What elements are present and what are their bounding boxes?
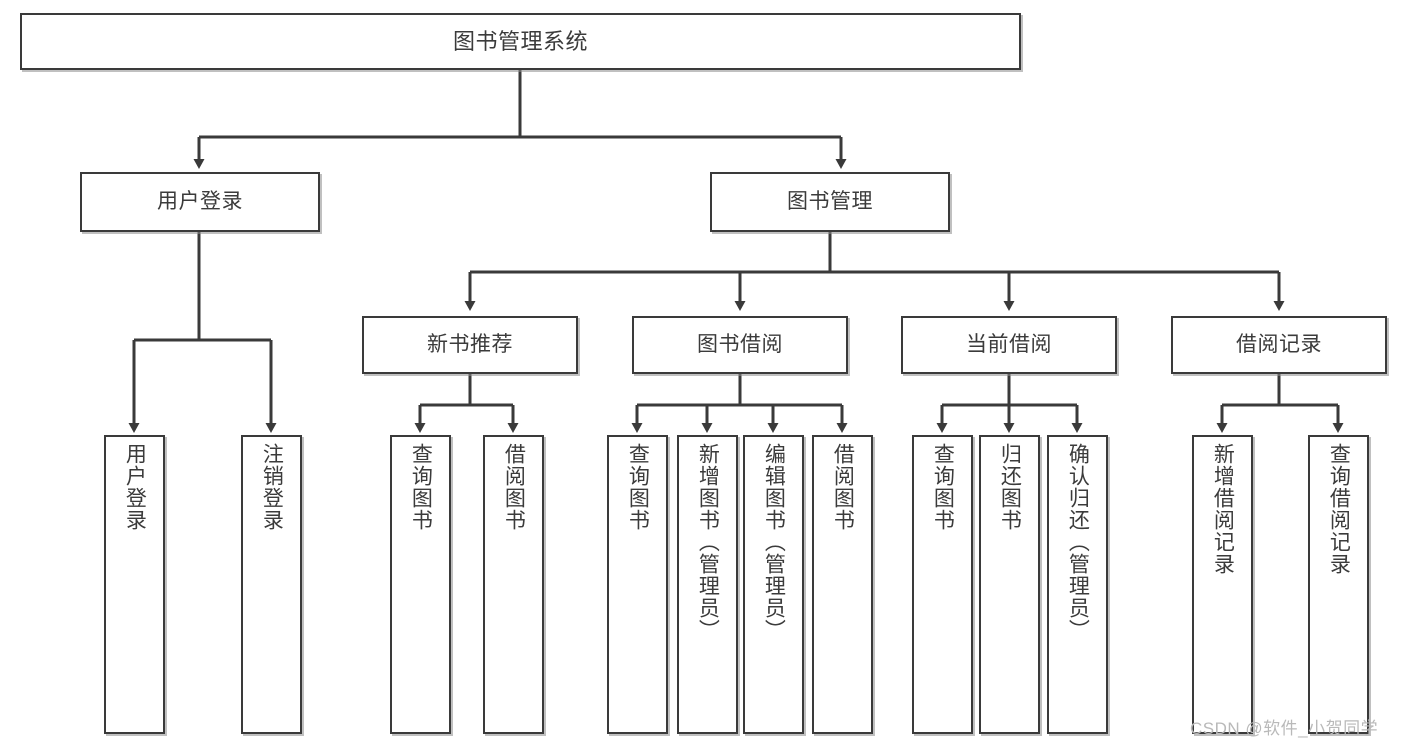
node-label: 新书推荐	[427, 332, 513, 356]
node-book-management[interactable]: 图书管理	[710, 172, 950, 232]
node-label: 借阅图书	[831, 443, 855, 531]
csdn-watermark: CSDN @软件_小贺同学	[1190, 719, 1379, 738]
leaf-record-add-record[interactable]: 新增借阅记录	[1192, 435, 1253, 734]
leaf-recommend-borrow-book[interactable]: 借阅图书	[483, 435, 544, 734]
node-label: 查询借阅记录	[1327, 443, 1351, 575]
node-borrow-record[interactable]: 借阅记录	[1171, 316, 1387, 374]
leaf-user-login-signout[interactable]: 注销登录	[241, 435, 302, 734]
node-label: 用户登录	[157, 189, 243, 213]
node-user-login[interactable]: 用户登录	[80, 172, 320, 232]
node-label: 借阅图书	[502, 443, 526, 531]
leaf-current-query-book[interactable]: 查询图书	[912, 435, 973, 734]
node-current-borrow[interactable]: 当前借阅	[901, 316, 1117, 374]
leaf-borrow-add-book[interactable]: 新增图书（管理员）	[677, 435, 738, 734]
node-label: 图书借阅	[697, 332, 783, 356]
node-label: 新增借阅记录	[1211, 443, 1235, 575]
node-label: 当前借阅	[966, 332, 1052, 356]
leaf-record-query-record[interactable]: 查询借阅记录	[1308, 435, 1369, 734]
node-label: 新增图书（管理员）	[696, 443, 720, 641]
leaf-user-login-signin[interactable]: 用户登录	[104, 435, 165, 734]
leaf-recommend-query-book[interactable]: 查询图书	[390, 435, 451, 734]
node-label: 查询图书	[409, 443, 433, 531]
leaf-borrow-borrow-book[interactable]: 借阅图书	[812, 435, 873, 734]
node-label: 查询图书	[626, 443, 650, 531]
node-label: 用户登录	[123, 443, 147, 531]
leaf-current-confirm-return[interactable]: 确认归还（管理员）	[1047, 435, 1108, 734]
node-label: 编辑图书（管理员）	[762, 443, 786, 641]
node-label: 归还图书	[998, 443, 1022, 531]
leaf-borrow-query-book[interactable]: 查询图书	[607, 435, 668, 734]
leaf-borrow-edit-book[interactable]: 编辑图书（管理员）	[743, 435, 804, 734]
node-label: 图书管理系统	[452, 28, 588, 54]
node-label: 查询图书	[931, 443, 955, 531]
node-root-system[interactable]: 图书管理系统	[20, 13, 1021, 70]
node-label: 确认归还（管理员）	[1066, 443, 1090, 641]
node-book-borrow[interactable]: 图书借阅	[632, 316, 848, 374]
node-label: 图书管理	[787, 189, 873, 213]
node-label: 借阅记录	[1236, 332, 1322, 356]
node-new-book-recommend[interactable]: 新书推荐	[362, 316, 578, 374]
node-label: 注销登录	[260, 443, 284, 531]
leaf-current-return-book[interactable]: 归还图书	[979, 435, 1040, 734]
